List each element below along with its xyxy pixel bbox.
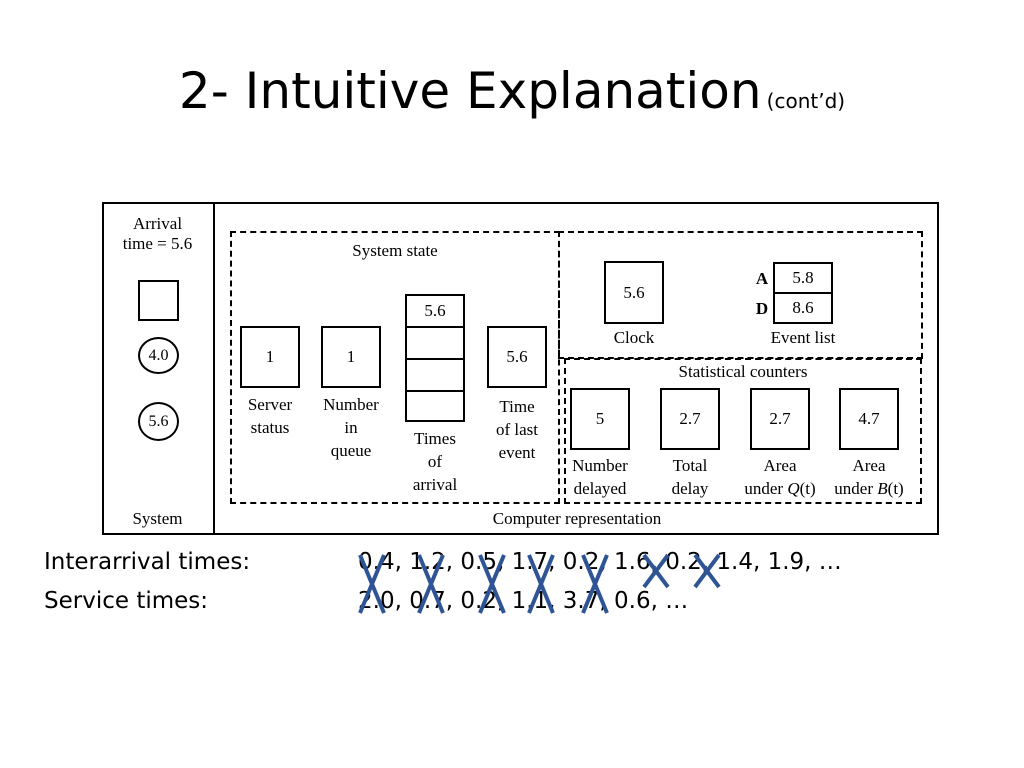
service-label: Service times: bbox=[44, 588, 209, 614]
time-of-last-event-label-line1: Time bbox=[499, 397, 535, 416]
number-delayed-label: Number delayed bbox=[560, 454, 640, 500]
server-status-label-line1: Server bbox=[247, 395, 293, 414]
number-in-queue-label-line1: Number bbox=[323, 395, 379, 414]
number-delayed-label-line1: Number bbox=[572, 456, 628, 475]
area-under-b-var: B bbox=[877, 479, 888, 498]
diagram: Arrival time = 5.6 4.0 5.6 System System… bbox=[102, 202, 939, 535]
statistical-counters-heading: Statistical counters bbox=[678, 362, 808, 381]
time-of-last-event-label: Time of last event bbox=[477, 395, 557, 464]
computer-representation-footer: Computer representation bbox=[492, 509, 662, 528]
interarrival-label: Interarrival times: bbox=[44, 549, 251, 575]
clock-label: Clock bbox=[613, 328, 655, 347]
number-in-queue-label: Number in queue bbox=[311, 393, 391, 462]
diagram-outer-border bbox=[102, 202, 939, 535]
total-delay-label: Total delay bbox=[650, 454, 730, 500]
times-of-arrival-label-line2: of bbox=[427, 452, 443, 471]
arrival-label: Arrival time = 5.6 bbox=[102, 214, 213, 254]
total-delay-box: 2.7 bbox=[660, 388, 720, 450]
strike-mark-5 bbox=[581, 554, 609, 614]
strike-mark-4 bbox=[527, 554, 555, 614]
area-under-q-label-line2: under Q(t) bbox=[730, 477, 830, 500]
times-of-arrival-cell-4 bbox=[405, 390, 465, 422]
total-delay-label-line1: Total bbox=[672, 456, 708, 475]
times-of-arrival-label-line1: Times bbox=[414, 429, 456, 448]
time-of-last-event-label-line3: event bbox=[498, 443, 536, 462]
times-of-arrival-label: Times of arrival bbox=[395, 427, 475, 496]
title-sub: (cont’d) bbox=[766, 89, 846, 113]
area-under-b-label-line2: under B(t) bbox=[819, 477, 919, 500]
server-status-label-line2: status bbox=[250, 418, 290, 437]
event-list-key-d: D bbox=[755, 299, 769, 318]
area-under-b-label-line1: Area bbox=[852, 456, 886, 475]
time-of-last-event-label-line2: of last bbox=[495, 420, 539, 439]
system-divider bbox=[213, 202, 215, 535]
arriving-customer-box bbox=[138, 280, 179, 321]
strike-mark-7 bbox=[693, 553, 721, 589]
event-list-key-a: A bbox=[755, 269, 769, 288]
area-under-q-label: Area under Q(t) bbox=[730, 454, 830, 500]
number-delayed-label-line2: delayed bbox=[573, 479, 627, 498]
area-under-b-prefix: under bbox=[834, 479, 878, 498]
event-list-label: Event list bbox=[770, 328, 836, 347]
statistical-counters-region bbox=[564, 358, 922, 504]
event-list-cell-a: 5.8 bbox=[773, 262, 833, 294]
arrival-label-line1: Arrival bbox=[132, 214, 183, 233]
time-of-last-event-box: 5.6 bbox=[487, 326, 547, 388]
times-of-arrival-cell-1: 5.6 bbox=[405, 294, 465, 328]
server-status-label: Server status bbox=[230, 393, 310, 439]
strike-mark-6 bbox=[642, 553, 670, 589]
event-list-cell-d: 8.6 bbox=[773, 292, 833, 324]
clock-box: 5.6 bbox=[604, 261, 664, 324]
number-delayed-box: 5 bbox=[570, 388, 630, 450]
number-in-queue-box: 1 bbox=[321, 326, 381, 388]
area-under-b-label: Area under B(t) bbox=[819, 454, 919, 500]
customer-circle-2: 5.6 bbox=[138, 402, 179, 441]
strike-mark-1 bbox=[358, 554, 386, 614]
times-of-arrival-cell-3 bbox=[405, 358, 465, 392]
area-under-q-var: Q bbox=[787, 479, 800, 498]
area-under-q-label-line1: Area bbox=[763, 456, 797, 475]
arrival-label-line2: time = 5.6 bbox=[122, 234, 193, 253]
customer-circle-1: 4.0 bbox=[138, 337, 179, 374]
area-under-q-suffix: (t) bbox=[799, 479, 816, 498]
total-delay-label-line2: delay bbox=[671, 479, 709, 498]
number-in-queue-label-line3: queue bbox=[330, 441, 372, 460]
area-under-q-box: 2.7 bbox=[750, 388, 810, 450]
server-status-box: 1 bbox=[240, 326, 300, 388]
number-in-queue-label-line2: in bbox=[344, 418, 358, 437]
area-under-q-prefix: under bbox=[744, 479, 788, 498]
area-under-b-suffix: (t) bbox=[887, 479, 904, 498]
service-values: 2.0, 0.7, 0.2, 1.1, 3.7, 0.6, … bbox=[358, 588, 689, 614]
area-under-b-box: 4.7 bbox=[839, 388, 899, 450]
times-of-arrival-cell-2 bbox=[405, 326, 465, 360]
times-of-arrival-label-line3: arrival bbox=[412, 475, 458, 494]
strike-mark-3 bbox=[478, 554, 506, 614]
slide-title: 2- Intuitive Explanation (cont’d) bbox=[0, 62, 1024, 120]
title-main: 2- Intuitive Explanation bbox=[178, 62, 762, 120]
system-footer: System bbox=[132, 509, 183, 528]
system-state-heading: System state bbox=[352, 241, 438, 260]
strike-mark-2 bbox=[417, 554, 445, 614]
system-state-region bbox=[230, 231, 560, 504]
